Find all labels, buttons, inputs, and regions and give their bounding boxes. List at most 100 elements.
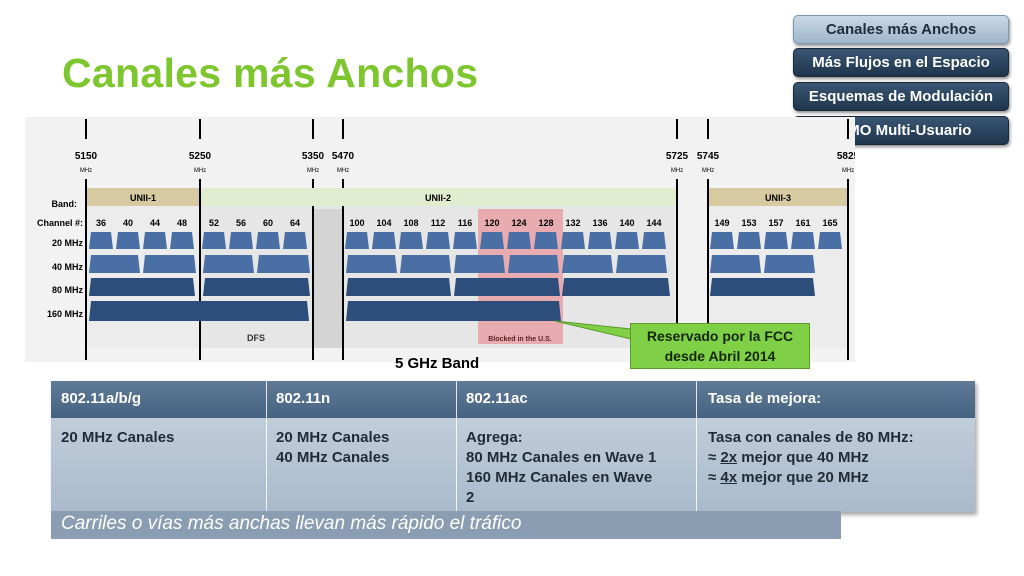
channel-block-20mhz — [345, 232, 369, 249]
channel-block-20mhz — [399, 232, 423, 249]
fcc-note-line2: desde Abril 2014 — [664, 348, 776, 364]
band-unii1-bg — [87, 188, 199, 206]
channel-block-20mhz — [202, 232, 226, 249]
channel-block-20mhz — [642, 232, 666, 249]
channel-block-40mhz — [616, 255, 667, 273]
channel-number: 100 — [349, 218, 364, 228]
nav-button-esquemas-modulacion[interactable]: Esquemas de Modulación — [793, 82, 1009, 111]
channel-number: 140 — [619, 218, 634, 228]
blocked-region — [478, 209, 563, 344]
cell-tasa-mejora: Tasa con canales de 80 MHz: ≈ 2x mejor q… — [708, 428, 914, 488]
band-unii2: UNII-2 — [425, 193, 451, 203]
cell-text: 20 MHz Canales — [276, 429, 390, 446]
channel-number: 44 — [150, 218, 160, 228]
channel-row-label: Channel #: — [37, 218, 83, 228]
channel-number: 108 — [403, 218, 418, 228]
caption-banner: Carriles o vías más anchas llevan más rá… — [51, 511, 841, 539]
channel-block-20mhz — [507, 232, 531, 249]
freq-unit: MHz — [702, 168, 714, 174]
freq-label: 5350 — [302, 151, 325, 162]
channel-block-20mhz — [737, 232, 761, 249]
width-label: 20 MHz — [52, 238, 84, 248]
width-label: 80 MHz — [52, 285, 84, 295]
fcc-note-line1: Reservado por la FCC — [646, 328, 794, 344]
cell-text: Agrega: — [466, 429, 523, 446]
freq-unit: MHz — [80, 168, 92, 174]
freq-unit: MHz — [307, 168, 319, 174]
cell-80211abg: 20 MHz Canales — [61, 428, 174, 448]
channel-number: 36 — [96, 218, 106, 228]
channel-block-20mhz — [372, 232, 396, 249]
channel-block-20mhz — [426, 232, 450, 249]
band-unii1: UNII-1 — [130, 193, 156, 203]
channel-number: 144 — [646, 218, 661, 228]
channel-number: 104 — [376, 218, 391, 228]
cell-80211n: 20 MHz Canales 40 MHz Canales — [276, 428, 389, 468]
cell-text: 40 MHz Canales — [276, 449, 390, 466]
header-tasa-mejora: Tasa de mejora: — [708, 390, 822, 407]
channel-number: 165 — [822, 218, 837, 228]
freq-label: 5725 — [666, 151, 689, 162]
channel-number: 136 — [592, 218, 607, 228]
cell-text: 20 MHz Canales — [61, 429, 175, 446]
channel-block-80mhz — [203, 278, 310, 296]
channel-block-160mhz — [89, 301, 309, 321]
width-label: 40 MHz — [52, 262, 84, 272]
channel-number: 116 — [458, 218, 473, 228]
freq-label: 5470 — [332, 151, 355, 162]
channel-block-40mhz — [89, 255, 140, 273]
freq-unit: MHz — [194, 168, 206, 174]
channel-number: 112 — [431, 218, 446, 228]
channel-block-40mhz — [203, 255, 254, 273]
channel-block-20mhz — [229, 232, 253, 249]
channel-block-80mhz — [346, 278, 451, 296]
cell-80211ac: Agrega: 80 MHz Canales en Wave 1 160 MHz… — [466, 428, 656, 508]
cell-text: Tasa con canales de 80 MHz: — [708, 429, 914, 446]
channel-block-20mhz — [615, 232, 639, 249]
channel-number: 60 — [263, 218, 273, 228]
channel-block-40mhz — [710, 255, 761, 273]
band-title: 5 GHz Band — [395, 355, 480, 372]
gap-region — [313, 209, 343, 348]
channel-block-160mhz — [346, 301, 561, 321]
channel-block-20mhz — [588, 232, 612, 249]
comparison-table: 802.11a/b/g 802.11n 802.11ac Tasa de mej… — [51, 381, 975, 512]
channel-block-80mhz — [89, 278, 195, 296]
cell-text-4x: ≈ 4x mejor que 20 MHz — [708, 469, 869, 486]
channel-block-20mhz — [116, 232, 140, 249]
channel-block-20mhz — [89, 232, 113, 249]
channel-allocation-diagram: 5150MHz5250MHz5350MHz5470MHz5725MHz5745M… — [25, 117, 855, 362]
channel-block-40mhz — [143, 255, 196, 273]
channel-number: 124 — [511, 218, 526, 228]
channel-block-20mhz — [764, 232, 788, 249]
table-header-row — [51, 381, 975, 418]
channel-block-20mhz — [818, 232, 842, 249]
channel-block-20mhz — [143, 232, 167, 249]
channel-block-40mhz — [400, 255, 451, 273]
nav-button-canales-mas-anchos[interactable]: Canales más Anchos — [793, 15, 1009, 44]
cell-text: 2 — [466, 489, 475, 506]
channel-block-20mhz — [453, 232, 477, 249]
channel-block-20mhz — [256, 232, 280, 249]
freq-unit: MHz — [842, 168, 854, 174]
channel-number: 157 — [768, 218, 783, 228]
band-unii3-bg — [709, 188, 847, 206]
channel-number: 40 — [123, 218, 133, 228]
dfs-label: DFS — [247, 333, 265, 343]
channel-block-20mhz — [170, 232, 194, 249]
page-title: Canales más Anchos — [62, 50, 479, 96]
channel-number: 48 — [177, 218, 187, 228]
channel-block-40mhz — [764, 255, 815, 273]
channel-number: 52 — [209, 218, 219, 228]
cell-text: 160 MHz Canales en Wave — [466, 469, 653, 486]
channel-number: 128 — [538, 218, 553, 228]
freq-unit: MHz — [337, 168, 349, 174]
freq-label: 5150 — [75, 151, 98, 162]
channel-block-40mhz — [454, 255, 505, 273]
nav-button-mas-flujos[interactable]: Más Flujos en el Espacio — [793, 48, 1009, 77]
channel-block-20mhz — [791, 232, 815, 249]
header-80211ac: 802.11ac — [466, 390, 528, 407]
channel-block-20mhz — [480, 232, 504, 249]
band-unii3: UNII-3 — [765, 193, 791, 203]
header-80211n: 802.11n — [276, 390, 331, 407]
